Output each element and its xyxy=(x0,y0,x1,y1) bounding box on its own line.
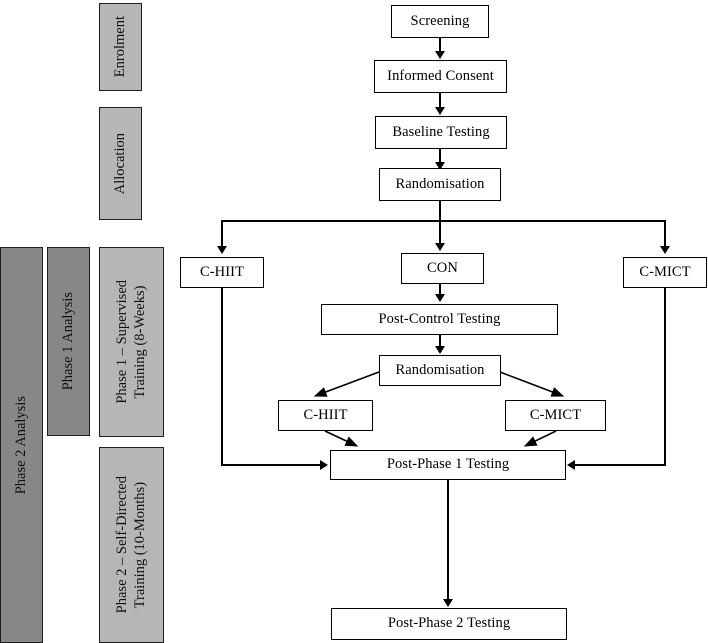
node-arm-cmict-2[interactable]: C-MICT xyxy=(505,400,606,431)
connector-postphase1-to-postphase2 xyxy=(447,479,449,600)
node-arm-con[interactable]: CON xyxy=(401,253,484,284)
arrowhead-con xyxy=(435,243,445,251)
connector-consent-to-baseline xyxy=(439,93,441,108)
arrowhead-postphase1-right xyxy=(567,460,575,470)
arrowhead-cmict1 xyxy=(660,246,670,254)
arrowhead-baseline xyxy=(435,107,445,115)
band-allocation-label: Allocation xyxy=(112,132,129,195)
node-randomisation-1[interactable]: Randomisation xyxy=(379,168,501,201)
node-arm-chiit-2[interactable]: C-HIIT xyxy=(278,400,373,431)
band-phase-2-analysis-label: Phase 2 Analysis xyxy=(13,395,30,495)
arrowhead-postcontrol xyxy=(435,294,445,302)
connector-randomisation2-to-chiit2 xyxy=(313,371,380,397)
arrowhead-chiit1 xyxy=(217,246,227,254)
connector-bus-to-con xyxy=(439,220,441,244)
node-arm-chiit-1[interactable]: C-HIIT xyxy=(180,257,264,288)
connector-screening-to-consent xyxy=(439,38,441,52)
connector-con-to-postcontrol xyxy=(439,284,441,295)
connector-bus-to-chiit1 xyxy=(221,220,223,248)
node-post-control-testing[interactable]: Post-Control Testing xyxy=(321,304,558,335)
arrowhead-randomisation2 xyxy=(435,346,445,354)
arrowhead-postphase2 xyxy=(442,599,453,607)
band-phase-1-analysis: Phase 1 Analysis xyxy=(47,247,90,436)
connector-chiit1-right xyxy=(221,464,321,466)
connector-allocation-bus xyxy=(221,220,665,222)
connector-randomisation2-to-cmict2 xyxy=(499,371,565,397)
connector-baseline-to-randomisation1 xyxy=(439,149,441,163)
band-enrolment: Enrolment xyxy=(99,3,142,91)
node-arm-cmict-1[interactable]: C-MICT xyxy=(623,257,707,288)
arrowhead-postphase1-left xyxy=(320,460,328,470)
connector-chiit1-down xyxy=(221,288,223,465)
band-phase-1-analysis-label: Phase 1 Analysis xyxy=(60,292,77,391)
band-phase-1-supervised-training: Phase 1 – Supervised Training (8-Weeks) xyxy=(99,247,164,437)
node-baseline-testing[interactable]: Baseline Testing xyxy=(375,116,507,149)
arrowhead-randomisation1 xyxy=(435,162,445,170)
connector-postcontrol-to-randomisation2 xyxy=(439,335,441,347)
node-informed-consent[interactable]: Informed Consent xyxy=(374,60,507,93)
connector-cmict1-left xyxy=(575,464,666,466)
node-post-phase-1-testing[interactable]: Post-Phase 1 Testing xyxy=(330,450,566,480)
band-enrolment-label: Enrolment xyxy=(112,16,129,78)
connector-randomisation1-drop xyxy=(439,201,441,221)
node-post-phase-2-testing[interactable]: Post-Phase 2 Testing xyxy=(331,608,567,640)
arrowhead-consent xyxy=(435,51,445,59)
connector-cmict2-to-postphase1 xyxy=(523,430,557,447)
band-allocation: Allocation xyxy=(99,107,142,220)
band-phase-2-analysis: Phase 2 Analysis xyxy=(0,247,43,643)
connector-chiit2-to-postphase1 xyxy=(324,430,359,447)
node-screening[interactable]: Screening xyxy=(391,5,489,38)
connector-cmict1-down xyxy=(664,288,666,465)
band-phase-2-self-directed-training-label: Phase 2 – Self-Directed Training (10-Mon… xyxy=(114,476,149,614)
connector-bus-to-cmict1 xyxy=(664,220,666,248)
band-phase-2-self-directed-training: Phase 2 – Self-Directed Training (10-Mon… xyxy=(99,447,164,643)
node-randomisation-2[interactable]: Randomisation xyxy=(379,355,501,386)
band-phase-1-supervised-training-label: Phase 1 – Supervised Training (8-Weeks) xyxy=(114,280,149,404)
